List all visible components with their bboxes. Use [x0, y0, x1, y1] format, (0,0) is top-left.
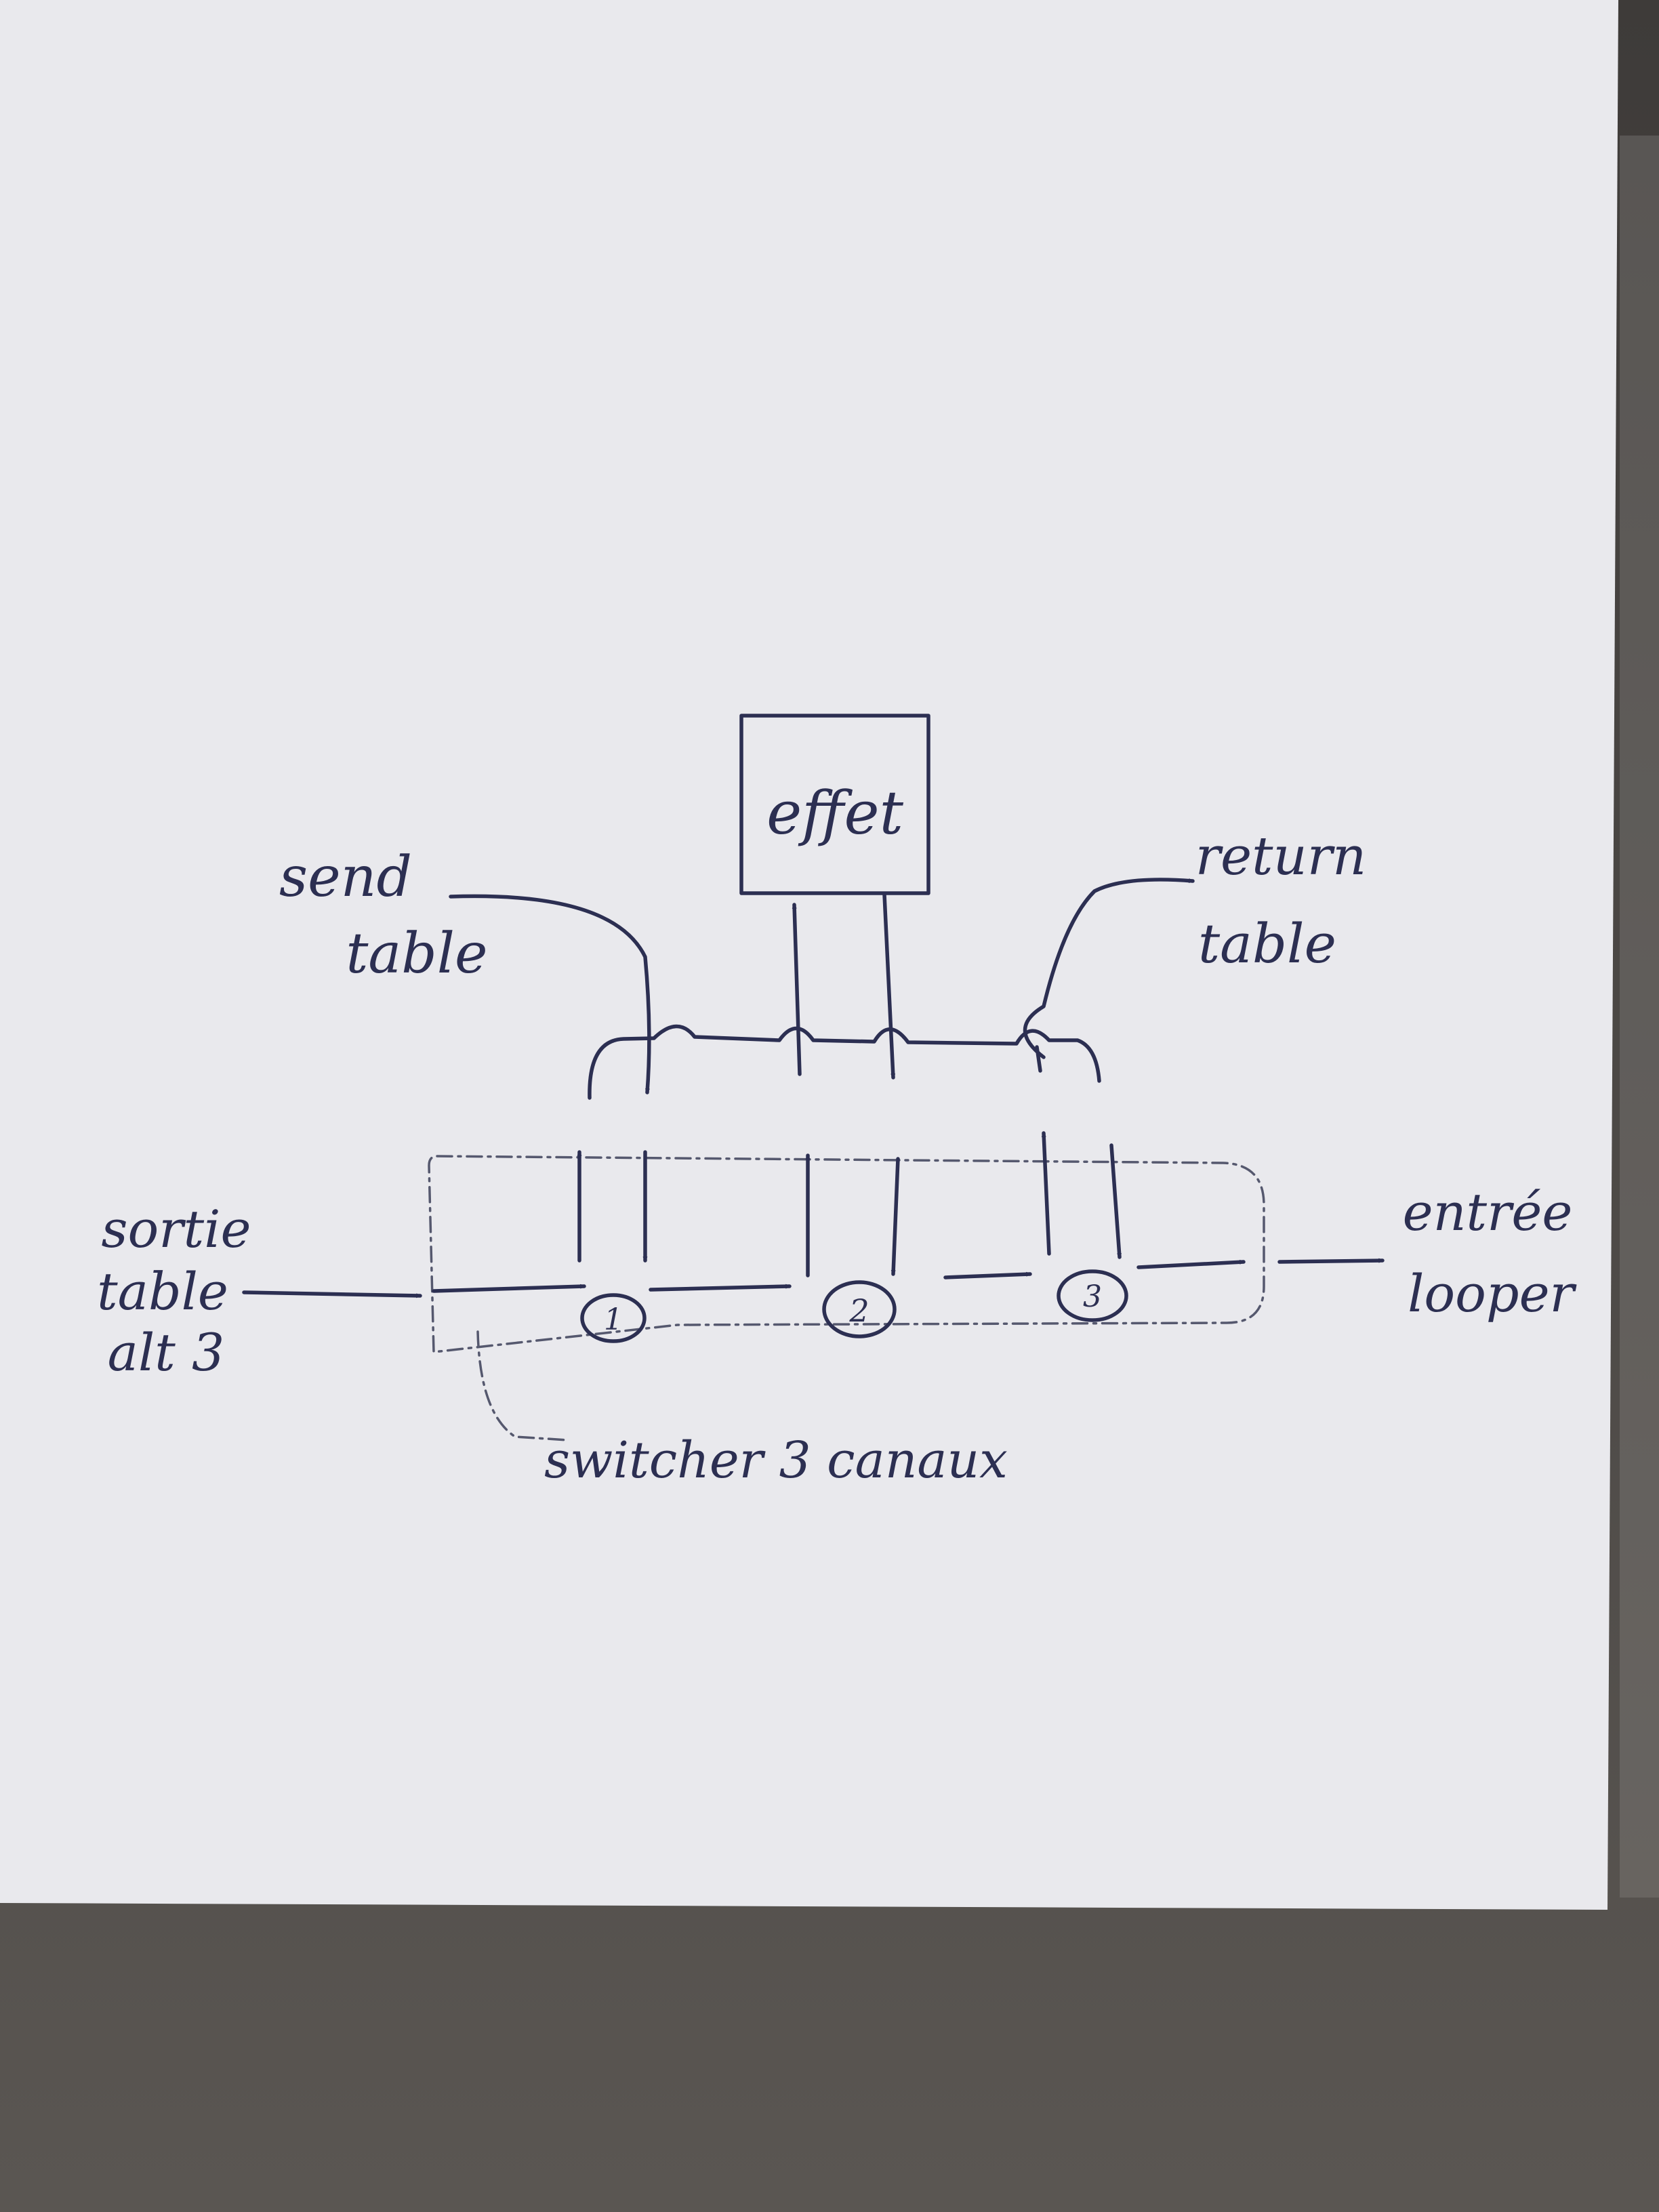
node-3-label: 3: [1083, 1279, 1102, 1314]
send-table-label: send table: [279, 845, 488, 986]
counter-edge-highlight: [1620, 136, 1659, 1898]
node-2: 2: [822, 1280, 897, 1338]
input-label: sortie table alt 3: [97, 1199, 251, 1382]
bus-to-slot-3-send: [1035, 1045, 1042, 1073]
output-label: entrée looper: [1403, 1182, 1578, 1324]
arrow-node-1-to-2: [649, 1284, 792, 1292]
svg-text:looper: looper: [1408, 1263, 1577, 1324]
svg-text:table: table: [97, 1261, 228, 1322]
svg-text:return: return: [1195, 826, 1367, 887]
effect-box-label: effet: [766, 778, 904, 848]
arrow-to-node-1: [432, 1284, 586, 1293]
return-3-down-arrow: [1109, 1143, 1122, 1259]
svg-text:send: send: [279, 845, 412, 909]
return-2-down-arrow: [890, 1157, 900, 1276]
input-arrow: [242, 1290, 422, 1298]
switcher-boundary: [428, 1155, 1265, 1353]
switcher-label: switcher 3 canaux: [544, 1431, 1008, 1490]
send-table-curve: [449, 894, 651, 1094]
send-3-up-arrow: [1041, 1131, 1051, 1256]
node-2-label: 2: [848, 1292, 869, 1329]
svg-text:entrée: entrée: [1403, 1182, 1573, 1242]
effect-return-arrow: [882, 893, 896, 1080]
svg-text:table: table: [346, 922, 487, 986]
send-to-effect-arrow: [792, 903, 802, 1076]
arrow-node-2-to-3: [943, 1271, 1032, 1279]
return-table-curve: [1023, 878, 1195, 1059]
switcher-callout-line: [476, 1330, 569, 1441]
send-bus: [588, 1024, 1101, 1100]
arrow-node-3-out: [1136, 1259, 1246, 1269]
paper-sheet: [0, 0, 1618, 1910]
svg-text:alt 3: alt 3: [108, 1322, 225, 1382]
svg-text:sortie: sortie: [102, 1199, 251, 1259]
effect-box: [739, 714, 930, 895]
node-1-label: 1: [604, 1303, 623, 1337]
return-table-label: return table: [1195, 826, 1367, 975]
node-3: 3: [1057, 1269, 1128, 1322]
output-arrow: [1277, 1258, 1385, 1264]
node-1: 1: [580, 1293, 647, 1343]
svg-text:table: table: [1198, 912, 1336, 975]
